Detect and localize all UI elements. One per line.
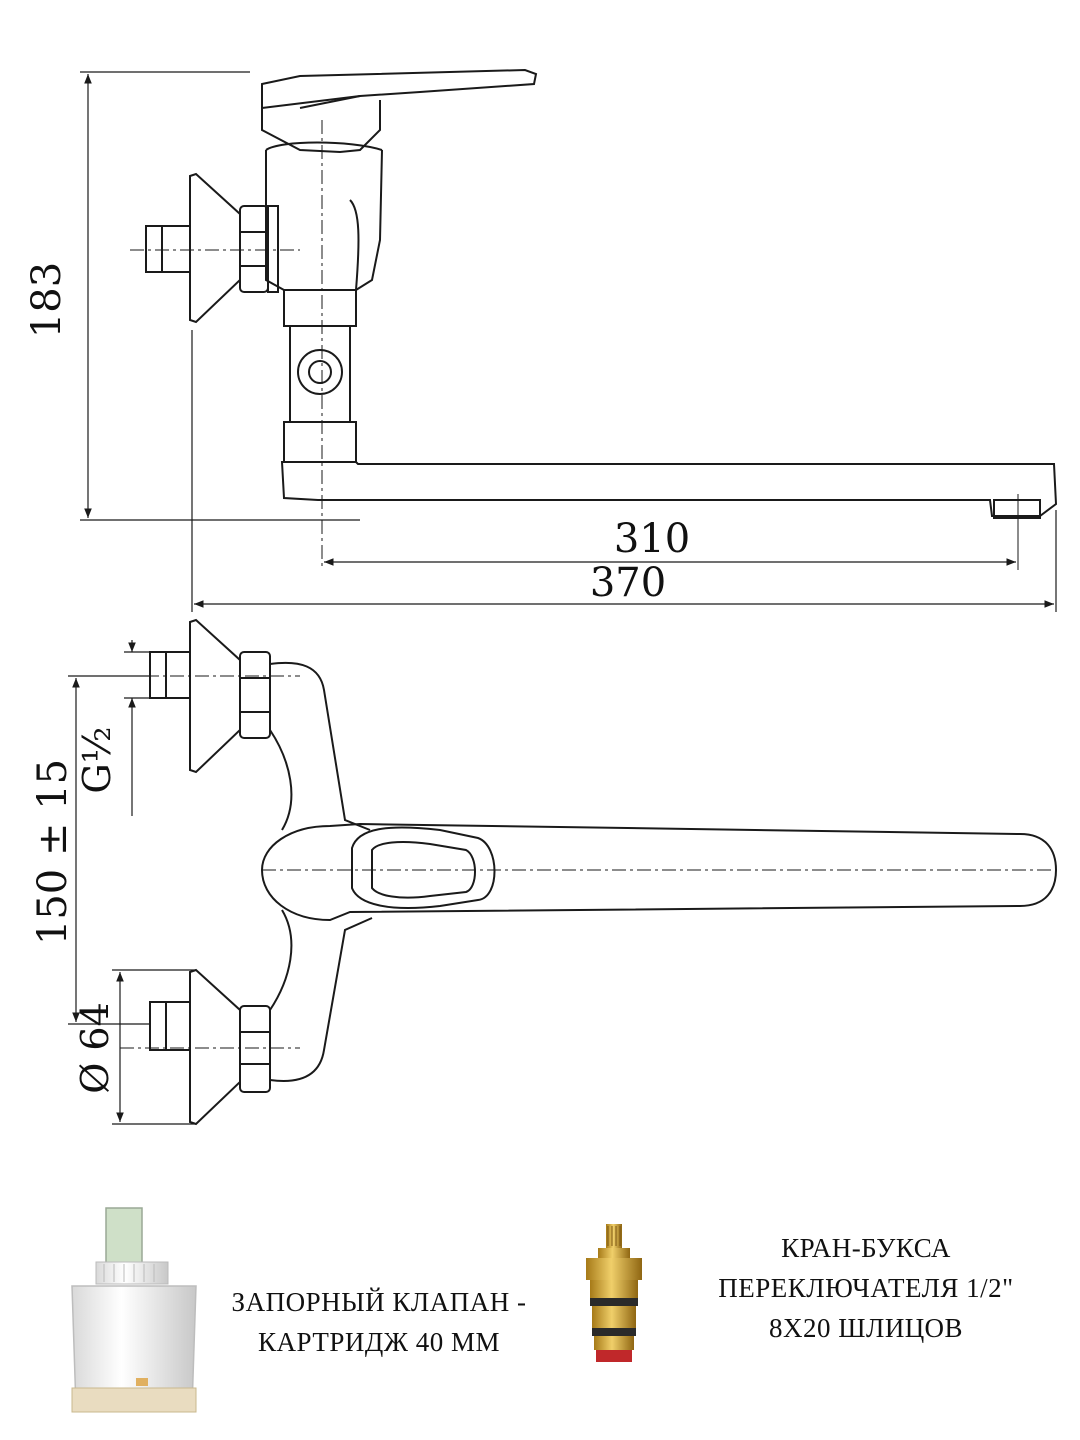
dimension-183 [80,71,360,521]
mixer-body-top [269,661,373,1082]
mixer-body [261,100,381,154]
lower-hex-nut [239,1005,271,1093]
lower-flange [189,968,241,1126]
dimension-spacing [68,675,150,1025]
dim-flange-label: Ø 64 [73,1002,117,1094]
dimension-370 [191,330,1057,612]
handle-lever [261,68,538,110]
upper-flange [189,618,241,774]
cartridge-caption: ЗАПОРНЫЙ КЛАПАН - КАРТРИДЖ 40 ММ [196,1282,562,1362]
hex-nut [239,205,269,293]
spout [280,461,1058,517]
side-view [130,68,1058,570]
valve-caption-line3: 8Х20 ШЛИЦОВ [769,1313,963,1343]
handle-slot [351,826,496,909]
aerator [993,499,1041,519]
lower-inlet-pipe [149,1001,191,1051]
dim-183-label: 183 [24,262,70,338]
valve-image [586,1224,642,1362]
valve-caption: КРАН-БУКСА ПЕРЕКЛЮЧАТЕЛЯ 1/2" 8Х20 ШЛИЦО… [664,1228,1068,1348]
diverter-knob [297,349,343,395]
dimension-thread [124,640,150,816]
top-view [120,618,1058,1126]
dim-310-label: 310 [614,516,690,562]
handle-top [260,822,1058,922]
spout-collar-top [283,289,357,327]
dim-spacing-label: 150 ± 15 [30,759,76,945]
wall-flange [189,172,241,324]
cartridge-caption-line2: КАРТРИДЖ 40 ММ [258,1327,500,1357]
dimension-flange [112,969,196,1125]
upper-inlet-pipe [149,651,191,699]
valve-caption-line2: ПЕРЕКЛЮЧАТЕЛЯ 1/2" [718,1273,1014,1303]
inlet-pipe [145,225,191,273]
upper-hex-nut [239,651,271,739]
dim-thread-label: G½ [75,726,119,793]
dim-370-label: 370 [590,560,666,606]
spout-collar-bottom [283,421,357,463]
cartridge-caption-line1: ЗАПОРНЫЙ КЛАПАН - [231,1287,527,1317]
valve-caption-line1: КРАН-БУКСА [781,1233,951,1263]
cartridge-image [71,1207,197,1413]
